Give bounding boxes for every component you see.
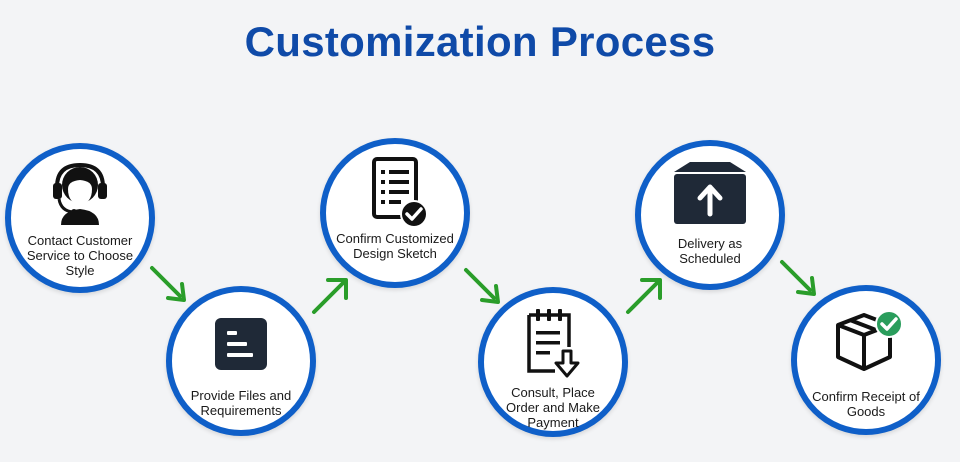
step-contact-customer-service: Contact Customer Service to Choose Style: [5, 143, 155, 293]
checklist-approved-icon: [372, 157, 428, 228]
arrow-icon: [780, 260, 816, 296]
arrow-icon: [150, 266, 186, 302]
document-lines-icon: [215, 318, 267, 370]
step-label: Consult, Place Order and Make Payment: [506, 385, 600, 430]
page-title: Customization Process: [244, 18, 716, 65]
step-label: Provide Files and Requirements: [190, 388, 292, 418]
package-check-icon: [836, 310, 903, 371]
arrow-icon: [312, 278, 348, 314]
upload-box-icon: [674, 162, 746, 224]
clipboard-download-icon: [527, 309, 580, 378]
step-label: Delivery as Scheduled: [677, 236, 743, 266]
step-consult-order-payment: Consult, Place Order and Make Payment: [478, 287, 628, 437]
arrow-icon: [464, 268, 500, 304]
step-delivery: Delivery as Scheduled: [635, 140, 785, 290]
step-label: Contact Customer Service to Choose Style: [26, 233, 134, 278]
arrow-icon: [626, 278, 662, 314]
step-label: Confirm Customized Design Sketch: [336, 231, 454, 261]
step-label: Confirm Receipt of Goods: [812, 389, 920, 419]
headset-agent-icon: [53, 162, 107, 225]
step-provide-files: Provide Files and Requirements: [166, 286, 316, 436]
step-confirm-receipt: Confirm Receipt of Goods: [791, 285, 941, 435]
step-confirm-design: Confirm Customized Design Sketch: [320, 138, 470, 288]
